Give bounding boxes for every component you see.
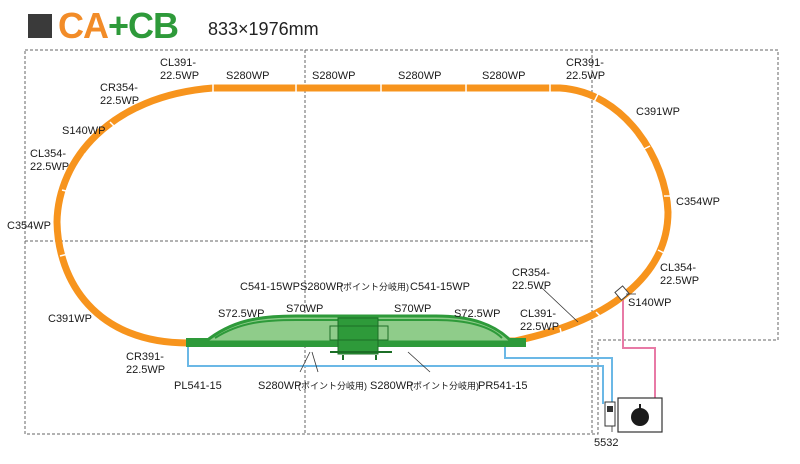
label-c354-right: C354WP: [676, 196, 720, 208]
layout-size: 833×1976mm: [208, 19, 319, 39]
label-s140-right: S140WP: [628, 297, 671, 309]
label-cl391-top-2: 22.5WP: [160, 70, 199, 82]
label-cl391-low-1: CL391-: [520, 308, 556, 320]
joint: [111, 311, 119, 319]
label-cr391-low-1: CR391-: [126, 351, 164, 363]
crossing-block-arm: [329, 325, 389, 341]
label-cl354-right-1: CL354-: [660, 262, 696, 274]
feeder-wire-pink: [622, 296, 656, 398]
label-s280-bottom-left-paren: (ポイント分岐用): [298, 380, 367, 391]
joint: [593, 93, 599, 103]
leader: [311, 351, 319, 373]
controller-connector-pin: [607, 406, 613, 412]
feeder-wires: [187, 296, 656, 404]
joint: [595, 311, 603, 319]
label-c541-right: C541-15WP: [410, 281, 470, 293]
label-c354-left: C354WP: [7, 220, 51, 232]
label-cr391-low-2: 22.5WP: [126, 364, 165, 376]
label-cl354-right-2: 22.5WP: [660, 275, 699, 287]
leader: [407, 351, 431, 373]
label-s280-4: S280WP: [482, 70, 525, 82]
board-boundaries: [24, 49, 779, 435]
label-c541-left: C541-15WP: [240, 281, 300, 293]
label-s280-bottom-left: S280WP: [258, 380, 301, 392]
crossing-block: [337, 317, 379, 355]
label-s280-1: S280WP: [226, 70, 269, 82]
joint: [61, 189, 71, 193]
track-joints: [59, 84, 672, 337]
label-s280-point-paren: (ポイント分岐用): [340, 281, 409, 292]
title-cb: CB: [128, 5, 179, 46]
label-s280-bottom-right: S280WP: [370, 380, 413, 392]
layout-title: CA+CB: [58, 4, 179, 48]
siding-rail-upper: [214, 319, 503, 339]
label-c391-left: C391WP: [48, 313, 92, 325]
label-s72-left: S72.5WP: [218, 308, 264, 320]
label-cr391-top-2: 22.5WP: [566, 70, 605, 82]
label-pl541: PL541-15: [174, 380, 222, 392]
label-cl354-left-2: 22.5WP: [30, 161, 69, 173]
leader: [299, 351, 311, 373]
title-ca: CA: [58, 5, 109, 46]
feeder-wire-blue-left: [187, 346, 604, 404]
power-controller: [604, 397, 663, 433]
turnout-section: [186, 314, 526, 360]
label-cl391-low-2: 22.5WP: [520, 321, 559, 333]
label-s280-3: S280WP: [398, 70, 441, 82]
label-cr354-left-2: 22.5WP: [100, 95, 139, 107]
label-s70-right: S70WP: [394, 303, 431, 315]
label-cr354-left-1: CR354-: [100, 82, 138, 94]
label-s280-2: S280WP: [312, 70, 355, 82]
header-square-icon: [28, 14, 52, 38]
main-loop-track: [53, 84, 672, 347]
joint: [641, 145, 651, 151]
label-s72-right: S72.5WP: [454, 308, 500, 320]
track-labels: CL391- 22.5WP S280WP S280WP S280WP S280W…: [7, 57, 720, 449]
label-s140-left: S140WP: [62, 125, 105, 137]
label-s280-point: S280WP: [300, 281, 343, 293]
leader-lines: [299, 287, 636, 432]
label-cl354-left-1: CL354-: [30, 148, 66, 160]
label-s280-bottom-right-paren: (ポイント分岐用): [410, 380, 479, 391]
label-pr541: PR541-15: [478, 380, 528, 392]
leader: [541, 287, 579, 323]
label-cl391-top-1: CL391-: [160, 57, 196, 69]
label-cr354-mid-2: 22.5WP: [512, 280, 551, 292]
title-plus: +: [108, 5, 129, 46]
joint: [83, 153, 93, 159]
joint: [109, 121, 117, 129]
feeder-joiner: [614, 285, 630, 301]
label-cr391-top-1: CR391-: [566, 57, 604, 69]
joint: [657, 249, 667, 255]
controller-connector: [604, 401, 616, 427]
board-outline: [24, 49, 779, 435]
label-s70-left: S70WP: [286, 303, 323, 315]
label-controller: 5532: [594, 437, 618, 449]
label-cr354-mid-1: CR354-: [512, 267, 550, 279]
joint: [59, 253, 69, 257]
label-c391-right: C391WP: [636, 106, 680, 118]
feeder-wire-blue-right: [504, 346, 613, 404]
joint: [559, 327, 563, 337]
